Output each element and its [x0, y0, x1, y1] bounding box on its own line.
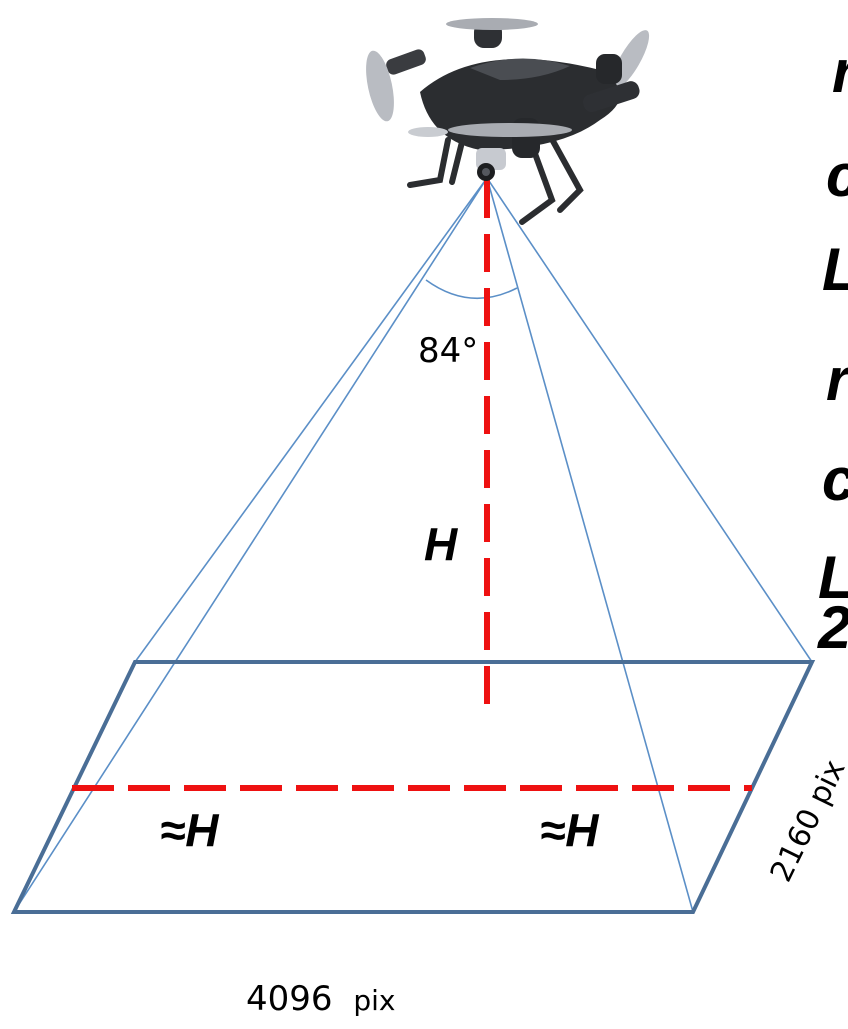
ray-right-top [486, 177, 813, 663]
depth-pixel-label: 2160 pix [764, 754, 848, 887]
width-pixel-label: 4096 pix [246, 979, 395, 1019]
cut-text-line-1: r [832, 38, 848, 105]
fov-angle-arc [425, 279, 518, 300]
cut-off-text: r c L r c L 2 [817, 38, 848, 661]
ground-footprint [10, 660, 816, 914]
cut-text-line-5: c [822, 446, 848, 513]
camera-rays [13, 177, 813, 913]
fov-angle-label: 84° [418, 331, 478, 371]
height-label: H [424, 518, 458, 570]
ray-left-bottom [13, 177, 488, 913]
quadcopter-drone-icon [366, 18, 650, 225]
half-width-left-label: ≈H [160, 804, 219, 856]
ray-left-top [134, 177, 488, 663]
width-pixels-value: 4096 [246, 979, 333, 1019]
cut-text-line-3: L [822, 236, 848, 303]
cut-text-line-4: r [826, 346, 848, 413]
svg-text:4096 pix: 4096 pix [246, 979, 395, 1019]
cut-text-line-6: L [818, 544, 848, 611]
half-width-right-label: ≈H [540, 804, 599, 856]
width-pixels-unit: pix [353, 984, 395, 1017]
ray-right-bottom [486, 177, 694, 913]
cut-text-line-2: c [826, 142, 848, 209]
cut-text-line-7: 2 [817, 594, 848, 661]
